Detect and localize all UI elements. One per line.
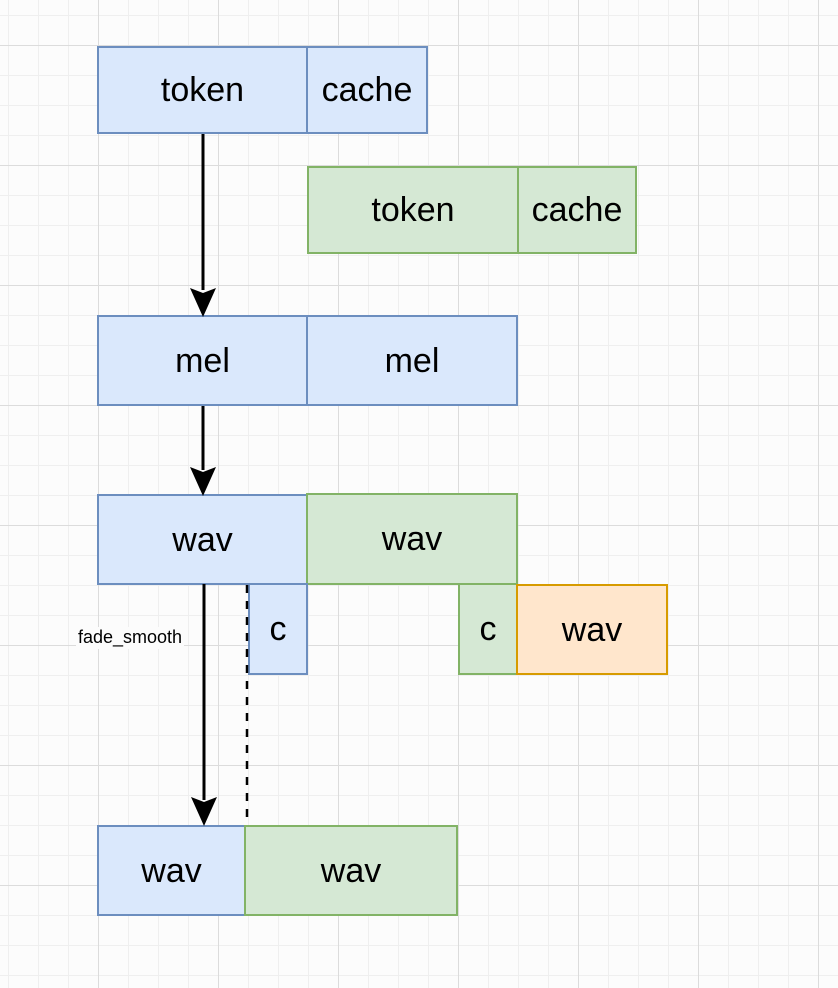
arrowhead-icon (190, 288, 216, 317)
arrowhead-icon (190, 467, 216, 496)
node-wav-green-mid[interactable]: wav (306, 493, 518, 585)
node-mel-left[interactable]: mel (97, 315, 308, 406)
node-c-blue[interactable]: c (248, 583, 308, 675)
node-c-green[interactable]: c (458, 583, 518, 675)
node-label: wav (561, 610, 623, 649)
node-label: wav (381, 520, 443, 558)
node-label: wav (141, 851, 202, 890)
edge-wav-to-wav-fade-smooth[interactable] (191, 584, 217, 826)
node-cache-green[interactable]: cache (517, 166, 637, 254)
node-wav-blue-bottom[interactable]: wav (97, 825, 246, 916)
node-label: wav (320, 851, 382, 890)
node-mel-right[interactable]: mel (306, 315, 518, 406)
node-cache-blue[interactable]: cache (306, 46, 428, 134)
node-wav-green-bottom[interactable]: wav (244, 825, 458, 916)
node-token-blue[interactable]: token (97, 46, 308, 134)
edge-token-to-mel[interactable] (190, 134, 216, 317)
node-label: token (371, 191, 455, 229)
arrowhead-icon (191, 797, 217, 826)
node-label: cache (321, 71, 413, 109)
node-label: c (479, 610, 497, 648)
node-label: token (160, 71, 245, 109)
edge-mel-to-wav[interactable] (190, 406, 216, 496)
node-token-green[interactable]: token (307, 166, 519, 254)
node-wav-orange[interactable]: wav (516, 584, 668, 675)
node-label: mel (384, 341, 440, 380)
node-label: wav (172, 520, 233, 559)
node-wav-blue-mid[interactable]: wav (97, 494, 308, 585)
node-label: c (269, 610, 287, 648)
edge-label-fade-smooth[interactable]: fade_smooth (76, 627, 185, 649)
node-label: cache (531, 191, 623, 229)
node-label: mel (175, 341, 230, 380)
